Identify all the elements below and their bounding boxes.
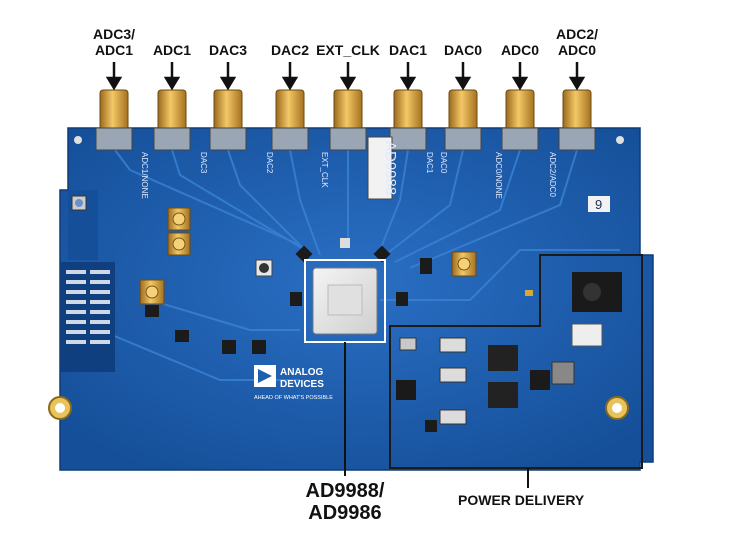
svg-text:DAC3: DAC3 xyxy=(199,152,208,174)
svg-text:EXT_CLK: EXT_CLK xyxy=(320,152,329,188)
sma-adc1 xyxy=(153,89,191,151)
power-delivery-label: POWER DELIVERY xyxy=(458,492,585,508)
connector-arrows xyxy=(105,62,586,91)
sma-adc3 xyxy=(95,89,133,151)
svg-text:DEVICES: DEVICES xyxy=(280,379,324,390)
label-ext-clk: EXT_CLK xyxy=(316,42,380,58)
chip-callout-label: AD9988/ AD9986 xyxy=(305,480,385,524)
pcb-traces xyxy=(99,149,620,381)
label-adc0: ADC0 xyxy=(500,42,540,58)
svg-text:ADC0/NONE: ADC0/NONE xyxy=(494,152,503,199)
svg-text:ANALOG: ANALOG xyxy=(280,367,324,378)
svg-text:ADC1/NONE: ADC1/NONE xyxy=(140,152,149,199)
sma-extclk xyxy=(329,89,367,151)
board-number: 9 xyxy=(595,197,602,212)
svg-text:DAC2: DAC2 xyxy=(265,152,274,174)
label-adc2-adc0: ADC2/ ADC0 xyxy=(555,26,598,58)
sma-dac0 xyxy=(444,89,482,151)
label-adc1: ADC1 xyxy=(152,42,192,58)
label-adc3-adc1: ADC3/ ADC1 xyxy=(92,26,135,58)
label-dac3: DAC3 xyxy=(208,42,248,58)
power-delivery-box xyxy=(389,254,643,469)
svg-text:ADC2/ADC0: ADC2/ADC0 xyxy=(548,152,557,197)
sma-connectors xyxy=(95,89,596,151)
sma-dac1 xyxy=(389,89,427,151)
sma-dac2 xyxy=(271,89,309,151)
components xyxy=(48,136,629,432)
svg-text:AHEAD OF WHAT'S POSSIBLE: AHEAD OF WHAT'S POSSIBLE xyxy=(254,395,333,401)
label-dac0: DAC0 xyxy=(443,42,483,58)
label-dac2: DAC2 xyxy=(270,42,310,58)
analog-devices-logo: ANALOG DEVICES AHEAD OF WHAT'S POSSIBLE xyxy=(254,365,333,401)
sma-adc2 xyxy=(558,89,596,151)
svg-text:DAC1: DAC1 xyxy=(425,152,434,174)
sma-adc0 xyxy=(501,89,539,151)
label-dac1: DAC1 xyxy=(388,42,428,58)
sma-dac3 xyxy=(209,89,247,151)
part-number: AD9988 xyxy=(382,141,399,195)
silkscreen: AD9988 9 ADC1/NONE DAC3 DAC2 EXT_CLK DAC… xyxy=(140,136,610,212)
svg-text:DAC0: DAC0 xyxy=(439,152,448,174)
